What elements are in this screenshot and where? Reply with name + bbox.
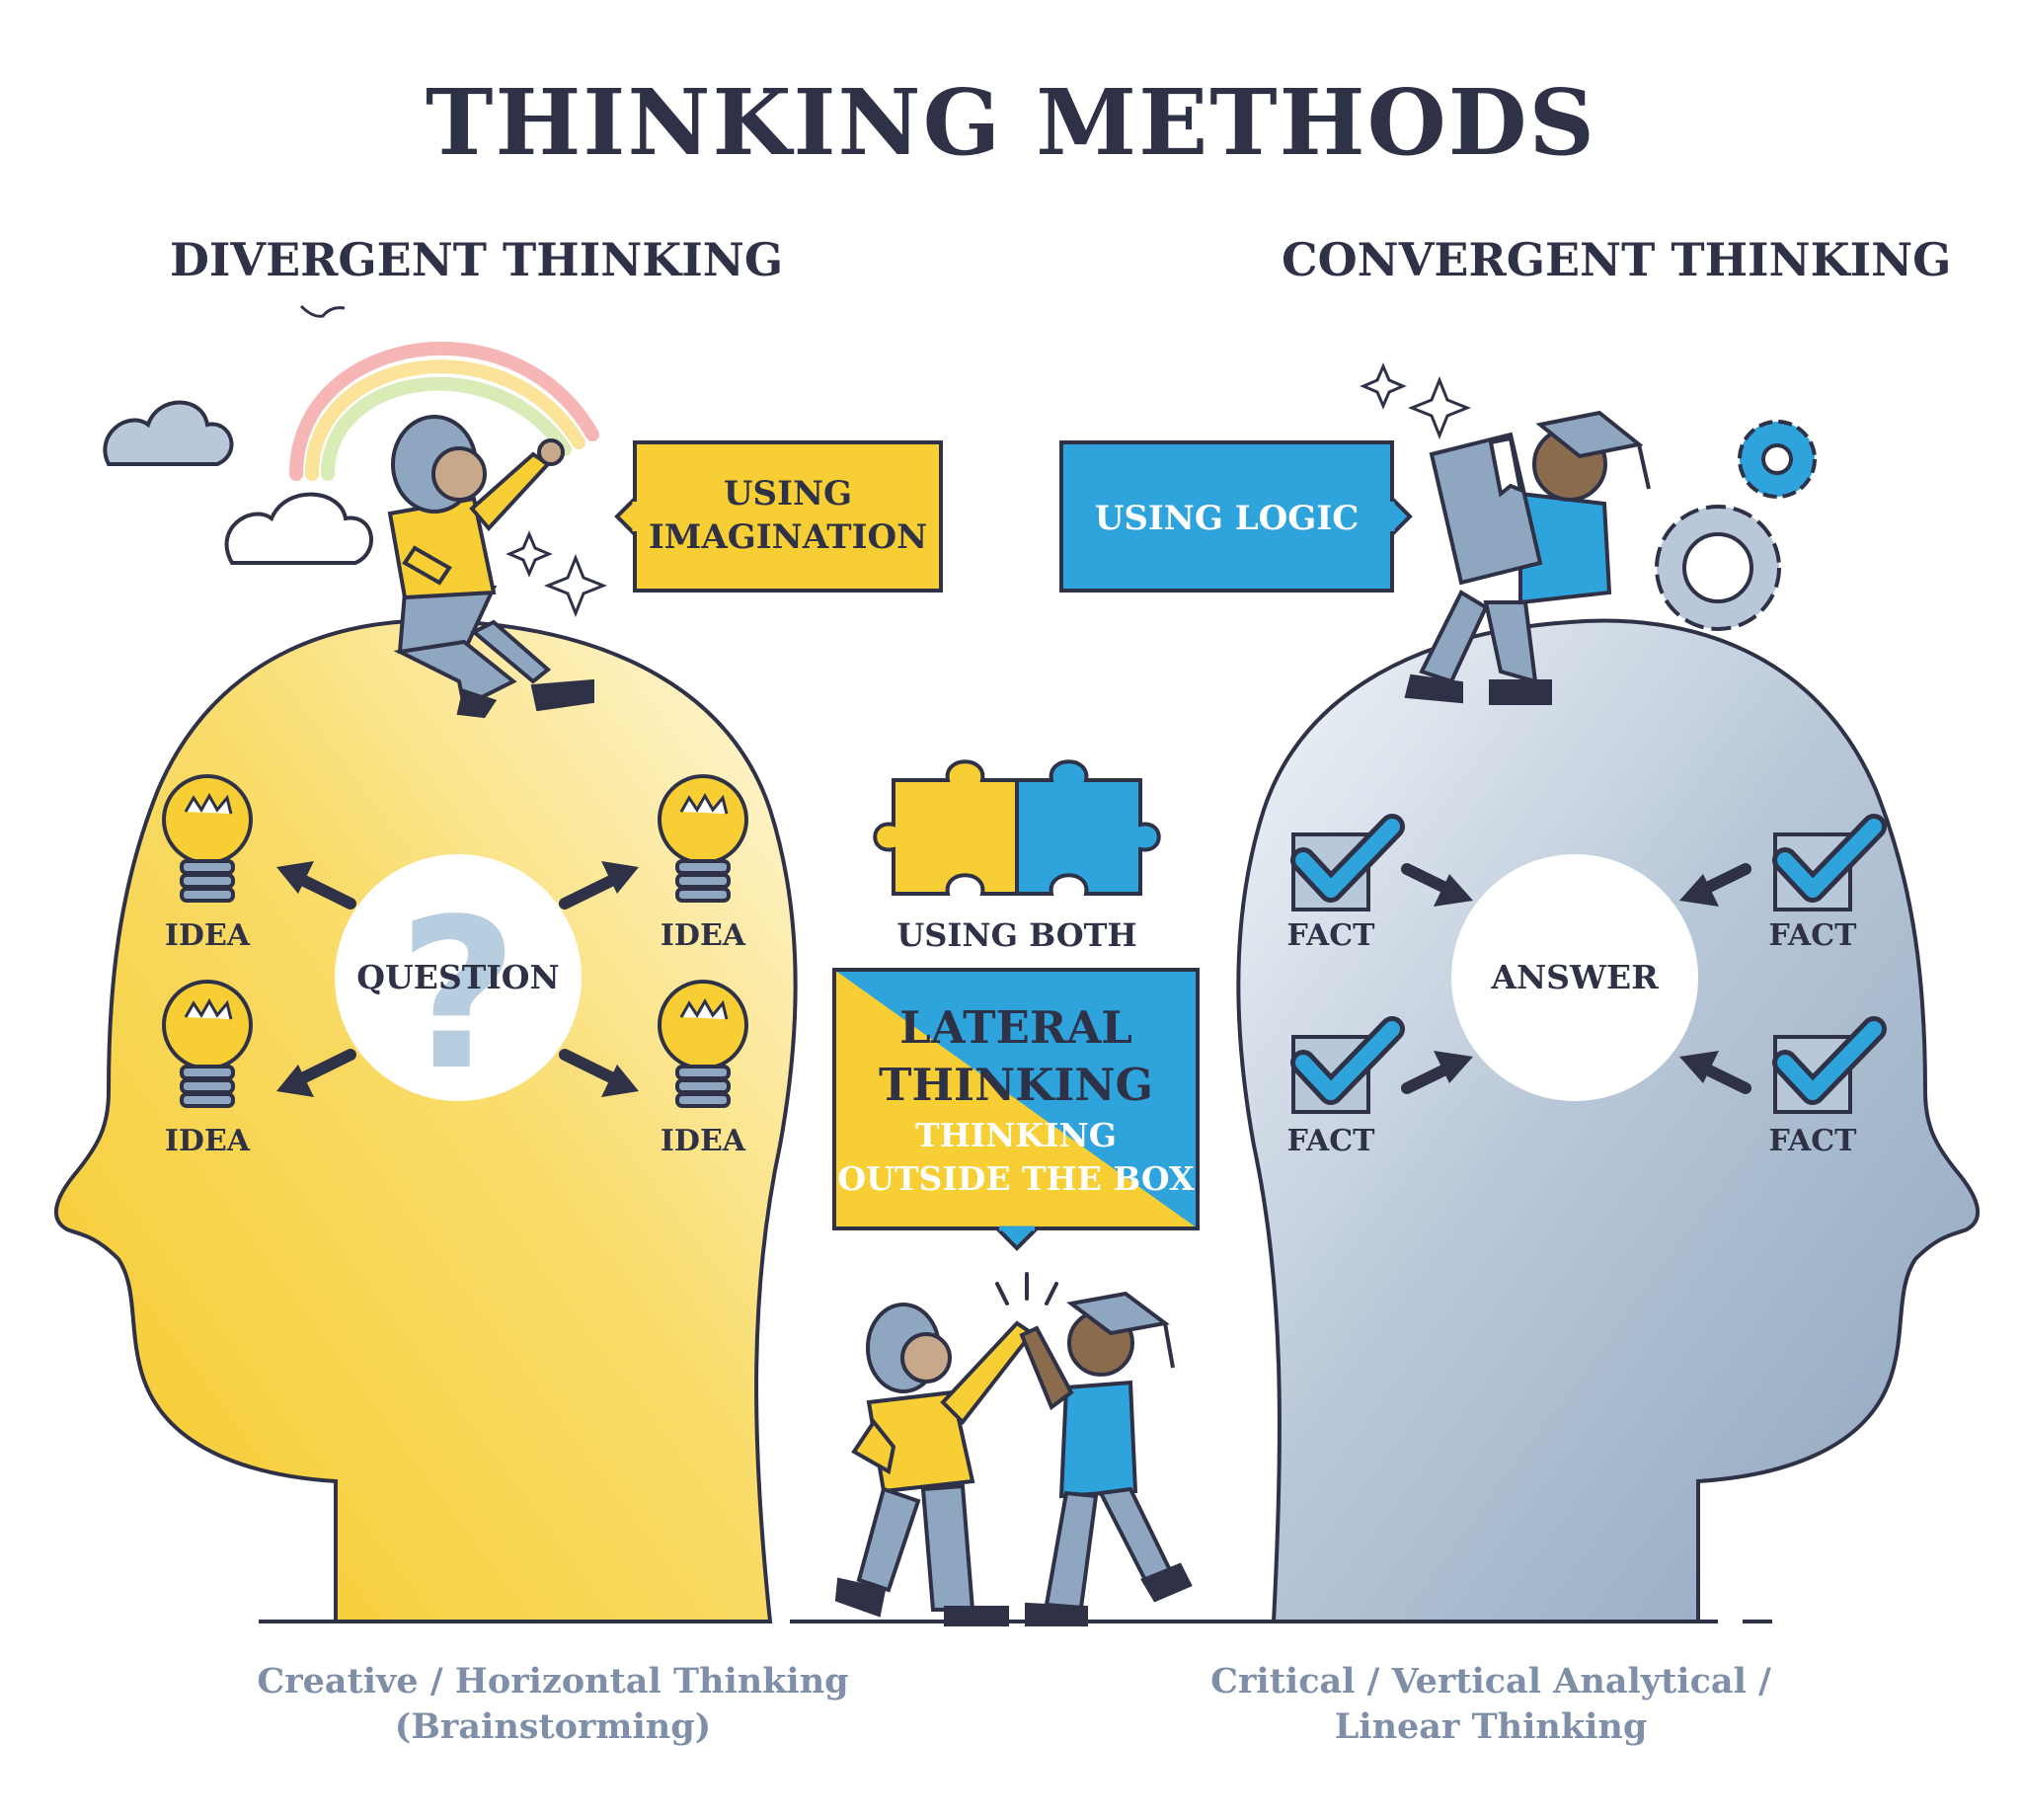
answer-label: ANSWER [1491,958,1659,996]
arrow-icon [276,861,356,910]
lightbulb-icon [658,774,748,903]
convergent-heading: CONVERGENT THINKING [1282,233,1952,286]
divergent-caption: Creative / Horizontal Thinking (Brainsto… [197,1659,908,1750]
convergent-head [1236,618,1981,1623]
gear-icon [1655,505,1781,631]
arrow-icon [276,1049,356,1097]
using-imagination-callout [614,440,943,593]
high-five-characters-icon [834,1291,1193,1626]
using-logic-label: USING LOGIC [1094,499,1360,538]
checkbox-check-icon [1290,1016,1405,1114]
arrow-icon [1401,863,1473,907]
idea-label: IDEA [660,1124,746,1158]
idea-label: IDEA [660,918,746,953]
graduate-character-icon [1404,410,1651,705]
lightbulb-icon [162,774,253,903]
arrow-icon [559,1049,639,1097]
lateral-thinking-heading: LATERAL THINKING [834,999,1198,1114]
lightbulb-icon [658,980,748,1108]
question-circle [335,854,582,1101]
checkbox-check-icon [1290,814,1405,911]
arrow-icon [1679,863,1751,907]
girl-character-icon [387,415,594,719]
convergent-caption-line-1: Critical / Vertical Analytical / [1210,1661,1771,1701]
arrow-icon [1401,1051,1473,1094]
cloud-icon [103,400,234,466]
outside-box-line-1: THINKING [915,1116,1117,1154]
fact-label: FACT [1286,918,1375,953]
using-imagination-label: USING IMAGINATION [635,472,941,559]
outside-the-box-label: THINKING OUTSIDE THE BOX [834,1114,1198,1201]
outside-box-line-2: OUTSIDE THE BOX [837,1159,1195,1198]
lateral-heading-line-1: LATERAL [899,1001,1132,1054]
idea-label: IDEA [164,918,251,953]
answer-circle [1451,854,1698,1101]
lightbulb-icon [162,980,253,1108]
clap-spark-icon [995,1272,1058,1306]
bird-icon [299,304,346,318]
fact-label: FACT [1768,918,1857,953]
gear-icon [1738,420,1817,499]
page-title: THINKING METHODS [426,69,1596,176]
divergent-heading: DIVERGENT THINKING [170,233,784,286]
fact-label: FACT [1768,1124,1857,1158]
arrow-icon [559,861,639,910]
question-label: QUESTION [356,958,560,996]
sparkle-icon [1360,362,1472,440]
using-imagination-line-2: IMAGINATION [648,517,928,557]
rainbow-icon [289,341,599,481]
divergent-head [53,618,798,1623]
convergent-caption-line-2: Linear Thinking [1334,1706,1648,1747]
convergent-caption: Critical / Vertical Analytical / Linear … [1135,1659,1846,1750]
sparkle-icon [506,530,608,618]
puzzle-icon [873,759,1161,896]
lateral-heading-line-2: THINKING [879,1059,1153,1111]
using-logic-callout [1059,440,1413,593]
using-both-label: USING BOTH [896,916,1137,954]
idea-label: IDEA [164,1124,251,1158]
divergent-caption-line-1: Creative / Horizontal Thinking [257,1661,849,1701]
fact-label: FACT [1286,1124,1375,1158]
checkbox-check-icon [1772,814,1887,911]
checkbox-check-icon [1772,1016,1887,1114]
lateral-thinking-box [832,968,1200,1251]
question-mark-icon: ? [398,874,518,1116]
arrow-icon [1679,1051,1751,1094]
divergent-caption-line-2: (Brainstorming) [394,1706,712,1747]
using-imagination-line-1: USING [723,474,853,514]
cloud-icon [224,492,373,565]
